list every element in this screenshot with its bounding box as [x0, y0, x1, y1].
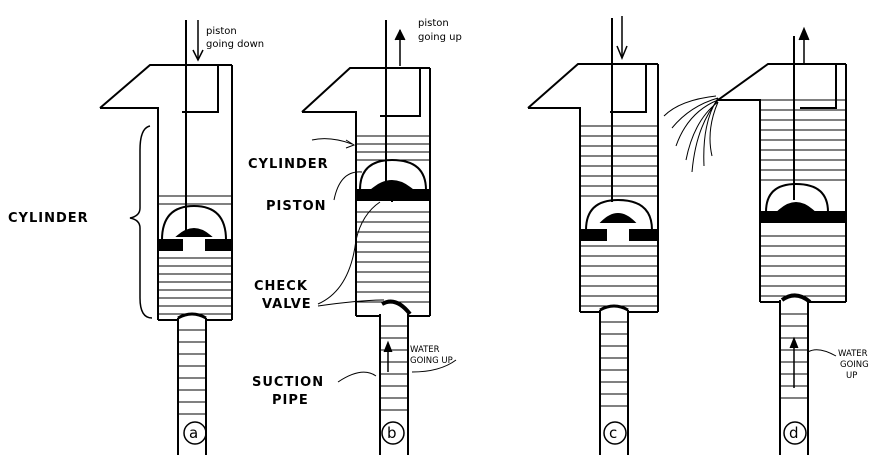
panel-letter-circle-b — [381, 421, 405, 445]
piston-seal-d — [759, 211, 847, 223]
note-going-up-b: going up — [418, 32, 462, 43]
check-valve-closed-d — [777, 202, 815, 211]
note-going-down-a: going down — [206, 39, 264, 50]
water-lines-d — [720, 99, 846, 297]
piston-d — [765, 182, 829, 213]
panel-letter-circle-d — [783, 421, 807, 445]
label-water-d: WATER — [838, 349, 868, 359]
pump-body-b — [301, 67, 421, 117]
label-pipe: PIPE — [272, 393, 309, 408]
label-going-d: GOING — [840, 360, 869, 370]
water-spray-d — [663, 95, 719, 173]
label-check: CHECK — [254, 279, 308, 294]
note-piston-a: piston — [206, 26, 237, 37]
pump-spout-a — [100, 107, 159, 320]
panel-letter-c: c — [609, 424, 617, 442]
check-valve-flap-b — [381, 299, 412, 316]
piston-seal-left-a — [157, 239, 183, 251]
piston-b — [359, 158, 427, 191]
check-valve-open-c — [599, 213, 637, 223]
panel-letter-b: b — [387, 424, 397, 442]
label-cylinder-b: CYLINDER — [248, 157, 329, 172]
label-water-b: WATER — [410, 345, 440, 355]
pump-spout-d — [718, 99, 761, 302]
piston-seal-right-a — [205, 239, 233, 251]
leader-check-valve-lower — [317, 299, 385, 307]
label-valve: VALVE — [262, 297, 312, 312]
cylinder-brace-a — [129, 125, 153, 319]
label-piston-b: PISTON — [266, 199, 327, 214]
pump-spout-c — [528, 107, 581, 312]
pump-spout-b — [302, 111, 357, 316]
label-cylinder-a: CYLINDER — [8, 211, 89, 226]
check-valve-closed-b — [371, 180, 413, 189]
piston-seal-left-c — [579, 229, 607, 241]
panel-letter-circle-a — [183, 421, 207, 445]
panel-b: WATER GOING UP piston going up CYLINDER … — [248, 18, 462, 455]
water-lines-a — [158, 195, 232, 315]
pump-body-a — [99, 64, 219, 113]
check-valve-flap-d — [780, 293, 812, 304]
panel-letter-d: d — [789, 424, 799, 442]
label-suction: SUCTION — [252, 375, 324, 390]
label-going-up-b: GOING UP — [410, 356, 453, 366]
note-piston-b: piston — [418, 18, 449, 29]
leader-check-valve-upper — [317, 201, 381, 305]
pump-body-c — [527, 63, 647, 113]
piston-c — [585, 198, 653, 231]
piston-a — [161, 204, 227, 241]
label-up-d: UP — [846, 371, 857, 381]
piston-seal-right-c — [629, 229, 659, 241]
panel-d: WATER GOING UP d — [663, 26, 869, 455]
panel-letter-a: a — [189, 424, 198, 442]
check-valve-open-a — [175, 228, 213, 237]
pump-body-d — [717, 63, 837, 109]
panel-a: piston going down CYLINDER a — [8, 20, 264, 455]
panel-c: c — [527, 16, 659, 455]
panel-letter-circle-c — [603, 421, 627, 445]
